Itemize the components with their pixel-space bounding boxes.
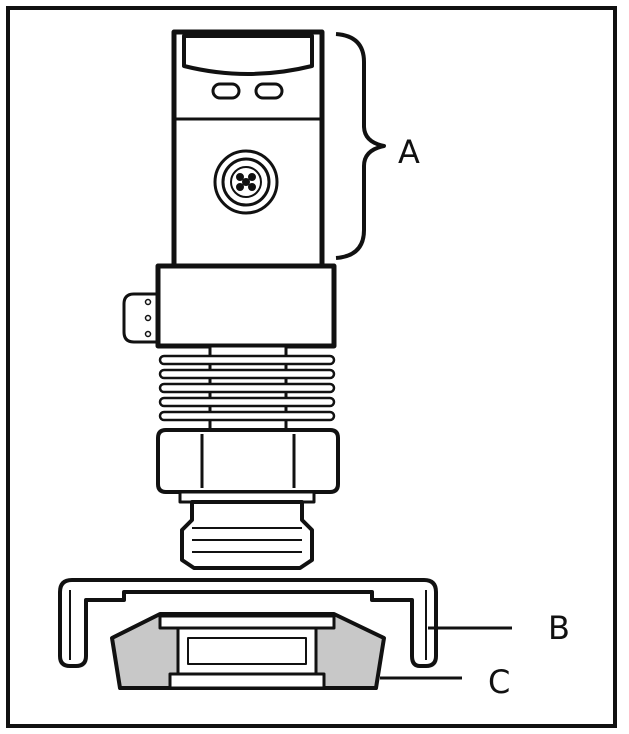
button-right xyxy=(254,82,284,100)
collar-tab xyxy=(122,292,160,344)
label-c: C xyxy=(488,663,511,701)
adapter-c xyxy=(110,612,386,690)
clamp-b xyxy=(58,578,438,668)
display-window xyxy=(182,34,314,76)
label-b: B xyxy=(548,609,570,647)
hex-nut xyxy=(156,428,340,504)
connector-icon xyxy=(213,149,279,215)
collar xyxy=(122,263,337,349)
cooling-fins xyxy=(158,344,336,432)
process-connection xyxy=(180,500,314,570)
label-a: A xyxy=(398,133,420,171)
bracket-a xyxy=(335,32,386,260)
button-left xyxy=(211,82,241,100)
sensor-head xyxy=(171,29,325,269)
